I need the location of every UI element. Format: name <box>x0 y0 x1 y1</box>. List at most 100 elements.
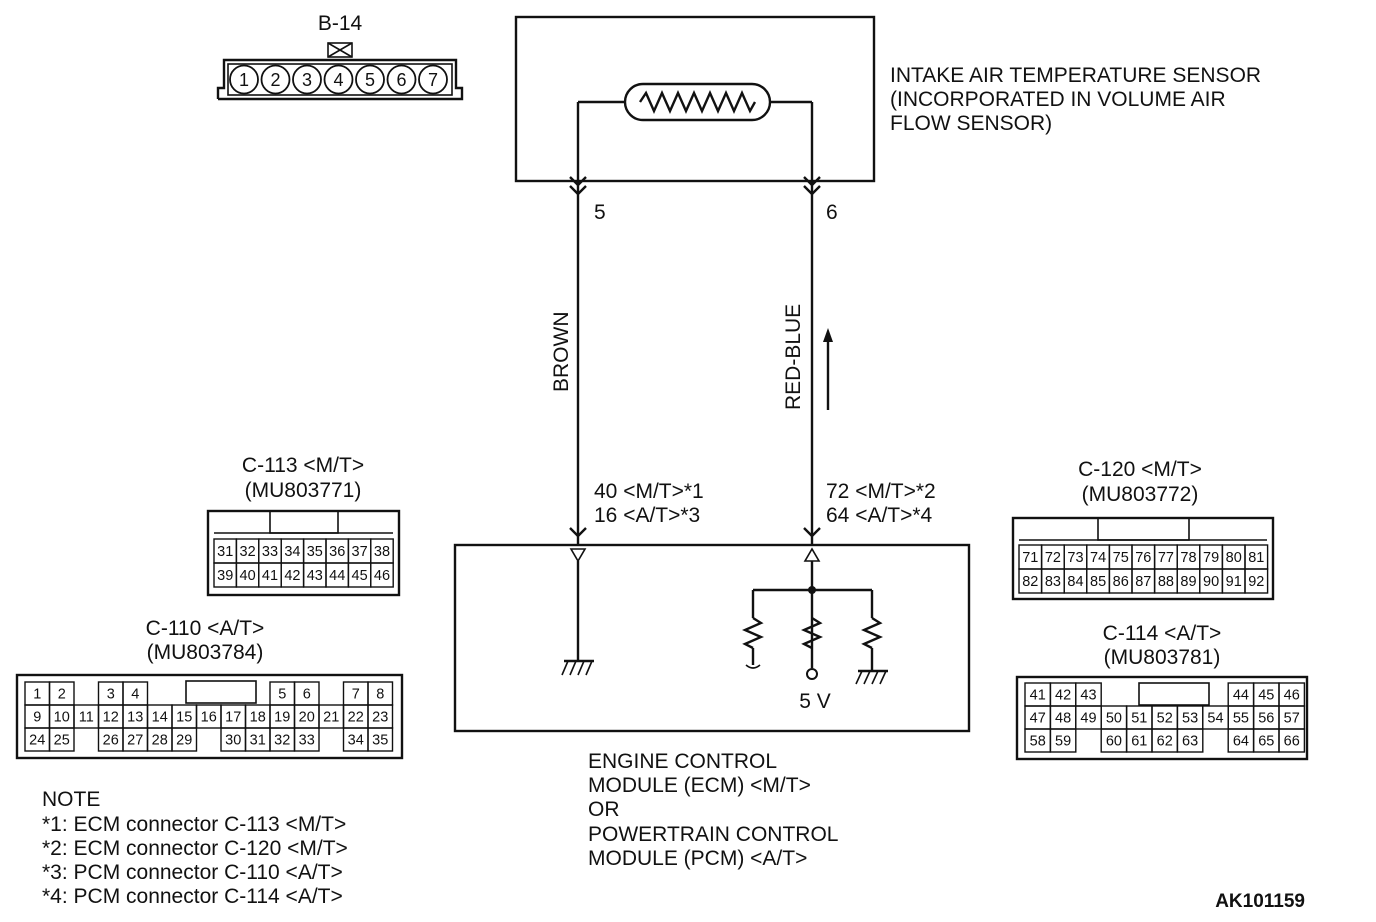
sensor-pin-6: 6 <box>826 201 838 224</box>
pin-number: 24 <box>29 733 45 749</box>
wire-color-brown: BROWN <box>550 312 573 393</box>
module-label-line-3: OR <box>588 798 620 821</box>
c113-part: (MU803771) <box>245 479 362 502</box>
pin-number: 78 <box>1180 550 1196 566</box>
sensor-pin-5: 5 <box>594 201 606 224</box>
pin-number: 35 <box>307 544 323 560</box>
b14-pin-circle <box>323 64 354 95</box>
notes: NOTE *1: ECM connector C-113 <M/T> *2: E… <box>42 788 348 908</box>
pin-cell <box>1176 728 1204 753</box>
c113-name: C-113 <M/T> <box>242 454 364 477</box>
pin-number: 47 <box>1030 711 1046 727</box>
c114-name: C-114 <A/T> <box>1103 622 1222 645</box>
pin-cell <box>367 727 394 752</box>
b14-pin-label: 5 <box>365 70 375 90</box>
pin-number: 20 <box>299 710 315 726</box>
pin-number: 31 <box>217 544 233 560</box>
pin-number: 41 <box>1030 688 1046 704</box>
pin-number: 55 <box>1233 711 1249 727</box>
wire-color-red-blue: RED-BLUE <box>782 304 805 410</box>
pin-number: 32 <box>274 733 290 749</box>
pin-number: 42 <box>1055 688 1071 704</box>
pin-number: 42 <box>284 568 300 584</box>
pin-cell <box>1049 728 1077 753</box>
sensor-label-line-2: (INCORPORATED IN VOLUME AIR <box>890 88 1226 111</box>
pin-number: 71 <box>1022 550 1038 566</box>
pin-number: 92 <box>1248 574 1264 590</box>
pin-number: 45 <box>1258 688 1274 704</box>
pin-number: 33 <box>262 544 278 560</box>
pin-number: 34 <box>348 733 364 749</box>
pin-number: 91 <box>1226 574 1242 590</box>
pin-number: 8 <box>376 687 384 703</box>
pin-number: 50 <box>1106 711 1122 727</box>
pin-number: 87 <box>1135 574 1151 590</box>
b14-pin-circle <box>229 64 259 95</box>
pin-number: 40 <box>240 568 256 584</box>
pin-number: 80 <box>1226 550 1242 566</box>
pin-number: 82 <box>1022 574 1038 590</box>
b14-pin-label: 6 <box>396 70 406 90</box>
pin-number: 59 <box>1055 734 1071 750</box>
pin-number: 49 <box>1080 711 1096 727</box>
pin-cell <box>48 727 75 752</box>
pin-number: 48 <box>1055 711 1071 727</box>
pin-number: 88 <box>1158 574 1174 590</box>
pin-number: 63 <box>1182 734 1198 750</box>
pin-number: 41 <box>262 568 278 584</box>
note-title: NOTE <box>42 788 100 811</box>
c110-name: C-110 <A/T> <box>146 617 265 640</box>
ecm-pcm-module: 5 V <box>453 543 971 733</box>
pin-number: 3 <box>107 687 115 703</box>
pin-number: 77 <box>1158 550 1174 566</box>
pin-number: 54 <box>1207 711 1223 727</box>
pin-number: 30 <box>225 733 241 749</box>
pin-number: 28 <box>152 733 168 749</box>
pin-number: 76 <box>1135 550 1151 566</box>
b14-pin-circle <box>386 64 417 95</box>
supply-voltage: 5 V <box>799 690 831 713</box>
pin-number: 6 <box>303 687 311 703</box>
pin-number: 90 <box>1203 574 1219 590</box>
left-terminal-mt: 40 <M/T>*1 <box>594 480 704 503</box>
pin-number: 4 <box>131 687 139 703</box>
pin-number: 7 <box>352 687 360 703</box>
pin-number: 53 <box>1182 711 1198 727</box>
b14-pin-label: 3 <box>302 70 312 90</box>
pin-number: 86 <box>1113 574 1129 590</box>
pin-number: 62 <box>1157 734 1173 750</box>
pin-number: 12 <box>103 710 119 726</box>
pin-number: 65 <box>1258 734 1274 750</box>
pin-number: 2 <box>58 687 66 703</box>
pin-number: 39 <box>217 568 233 584</box>
pin-number: 13 <box>127 710 143 726</box>
pin-number: 34 <box>284 544 300 560</box>
pin-number: 35 <box>372 733 388 749</box>
pin-number: 33 <box>299 733 315 749</box>
pin-number: 14 <box>152 710 168 726</box>
b14-pin-label: 1 <box>239 70 249 90</box>
pin-number: 10 <box>54 710 70 726</box>
pin-number: 19 <box>274 710 290 726</box>
pin-number: 72 <box>1045 550 1061 566</box>
b14-pin-circle <box>292 64 322 95</box>
pin-number: 22 <box>348 710 364 726</box>
left-terminal-at: 16 <A/T>*3 <box>594 504 700 527</box>
pin-number: 60 <box>1106 734 1122 750</box>
pin-number: 37 <box>352 544 368 560</box>
c110-part: (MU803784) <box>147 641 264 664</box>
b14-pin-circle <box>355 64 385 95</box>
pin-number: 31 <box>250 733 266 749</box>
pin-number: 43 <box>307 568 323 584</box>
note-item-3: *3: PCM connector C-110 <A/T> <box>42 861 343 884</box>
pin-number: 61 <box>1131 734 1147 750</box>
thermistor-symbol <box>623 82 772 122</box>
b14-pin-circle <box>260 64 291 95</box>
